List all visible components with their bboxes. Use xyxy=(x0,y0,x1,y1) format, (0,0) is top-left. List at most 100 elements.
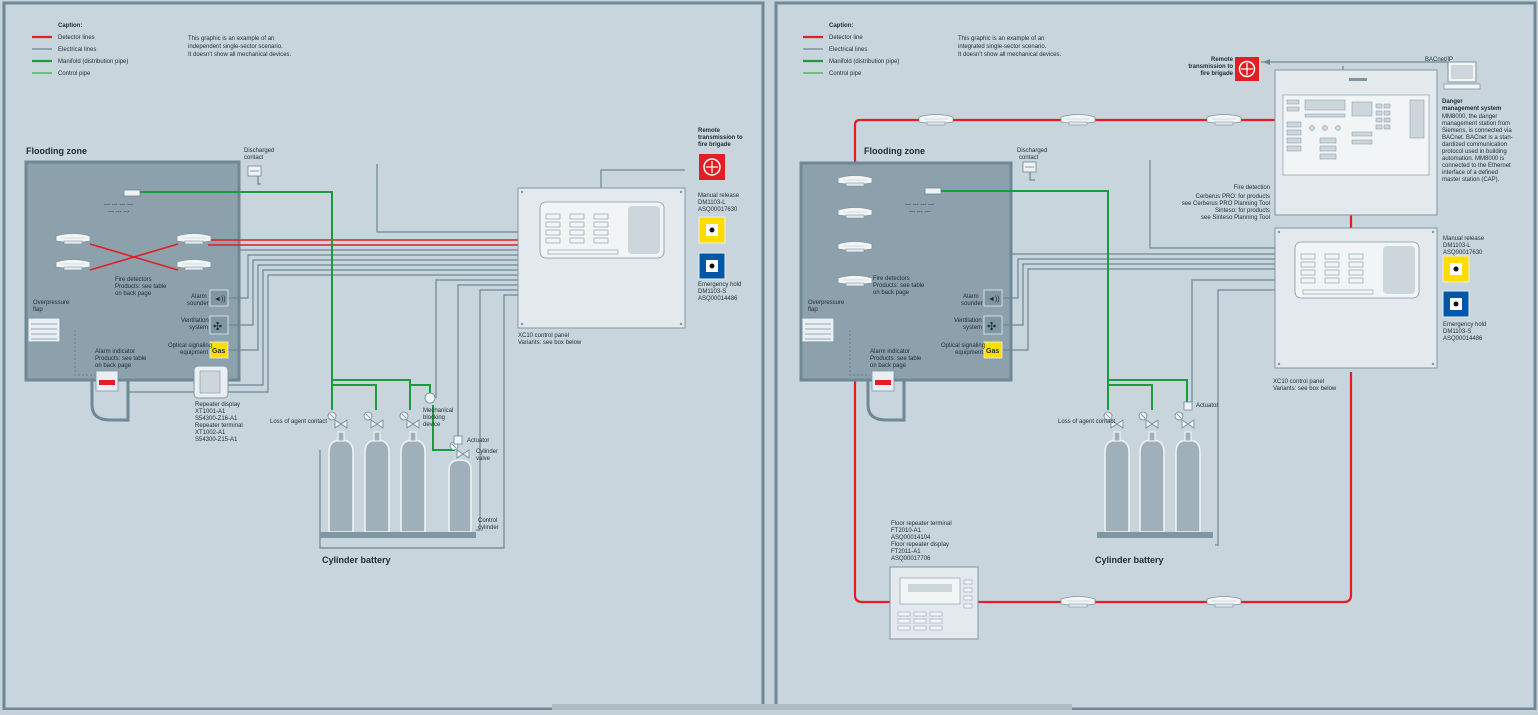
danger-management-text: Danger management system MM8000, the dan… xyxy=(1442,99,1513,183)
svg-text:ASQ00014486: ASQ00014486 xyxy=(1443,336,1483,342)
svg-text:Remote: Remote xyxy=(1211,57,1234,63)
xc10-control-panel xyxy=(1274,227,1438,369)
flooding-zone-label: Flooding zone xyxy=(26,146,87,156)
svg-text:blocking: blocking xyxy=(423,415,445,421)
svg-text:on back page: on back page xyxy=(115,291,152,297)
svg-text:XT1002-A1: XT1002-A1 xyxy=(195,430,226,436)
svg-text:◄)): ◄)) xyxy=(988,296,1000,303)
left-cylinder-battery xyxy=(320,392,476,538)
svg-text:fire brigade: fire brigade xyxy=(1200,71,1233,77)
svg-text:ASQ00017630: ASQ00017630 xyxy=(1443,250,1483,256)
svg-text:Variants: see box below: Variants: see box below xyxy=(1273,386,1337,392)
svg-text:This graphic is an example of: This graphic is an example of an xyxy=(188,36,274,42)
caption-item: Control pipe xyxy=(58,71,91,77)
svg-text:Alarm: Alarm xyxy=(191,294,207,300)
svg-text:Mechanical: Mechanical xyxy=(423,408,453,414)
svg-text:integrated single-sector scena: integrated single-sector scenario. xyxy=(958,44,1047,50)
svg-text:◄)): ◄)) xyxy=(214,296,226,303)
fire-detection-panel xyxy=(1274,69,1438,216)
svg-text:DM1103-L: DM1103-L xyxy=(698,200,726,206)
svg-text:Fire detection: Fire detection xyxy=(1234,185,1270,191)
svg-text:see Cerberus PRO Planning Tool: see Cerberus PRO Planning Tool xyxy=(1182,201,1270,207)
svg-text:independent single-sector scen: independent single-sector scenario. xyxy=(188,44,283,50)
svg-text:DM1103-S: DM1103-S xyxy=(698,289,726,295)
svg-text:on back page: on back page xyxy=(873,290,910,296)
svg-text:Siemens, is connected via: Siemens, is connected via xyxy=(1442,128,1512,134)
svg-text:transmission to: transmission to xyxy=(698,135,743,141)
svg-text:Flooding zone: Flooding zone xyxy=(864,146,925,156)
left-note: This graphic is an example of an indepen… xyxy=(188,36,292,58)
actuator-icon xyxy=(453,435,463,445)
svg-text:It doesn't show all mechanical: It doesn't show all mechanical devices. xyxy=(188,52,292,58)
left-caption: Caption: Detector lines Electrical lines… xyxy=(32,23,128,77)
svg-text:flap: flap xyxy=(33,307,43,313)
left-electrical-lines xyxy=(74,164,685,549)
caption-title: Caption: xyxy=(58,23,82,29)
svg-text:FT2010-A1: FT2010-A1 xyxy=(891,528,922,534)
svg-text:Actuator: Actuator xyxy=(1196,403,1218,409)
svg-text:S54300-Z16-A1: S54300-Z16-A1 xyxy=(195,416,238,422)
svg-text:FT2011-A1: FT2011-A1 xyxy=(891,549,921,555)
right-note: This graphic is an example of an integra… xyxy=(958,36,1062,58)
right-detector-loop xyxy=(853,118,1353,604)
svg-text:Products: see table: Products: see table xyxy=(870,356,922,362)
floor-repeater-terminal xyxy=(889,566,979,640)
svg-text:--- --- --- ---: --- --- --- --- xyxy=(104,202,133,208)
svg-text:Manual release: Manual release xyxy=(1443,236,1485,242)
svg-text:Detector line: Detector line xyxy=(829,35,863,41)
svg-text:Cerberus PRO: for products: Cerberus PRO: for products xyxy=(1196,194,1270,200)
svg-text:Products: see table: Products: see table xyxy=(115,284,167,290)
svg-text:DM1103-L: DM1103-L xyxy=(1443,243,1471,249)
overpressure-flap-icon xyxy=(801,317,835,343)
svg-text:Overpressure: Overpressure xyxy=(808,300,845,306)
svg-text:Products: see table: Products: see table xyxy=(873,283,925,289)
svg-text:Products: see table: Products: see table xyxy=(95,356,147,362)
alarm-sounder-icon xyxy=(209,289,229,307)
svg-text:Sinteso: for products: Sinteso: for products xyxy=(1215,208,1270,214)
svg-text:--- --- ---: --- --- --- xyxy=(108,209,129,215)
svg-text:equipment: equipment xyxy=(180,350,208,356)
svg-text:Optical signaling: Optical signaling xyxy=(941,343,985,349)
svg-text:Control pipe: Control pipe xyxy=(829,71,862,77)
svg-text:BACnet. BACnet is a stan-: BACnet. BACnet is a stan- xyxy=(1442,135,1513,141)
svg-text:XT1001-A1: XT1001-A1 xyxy=(195,409,226,415)
svg-text:Danger: Danger xyxy=(1442,99,1463,105)
svg-text:--- --- --- ---: --- --- --- --- xyxy=(905,202,934,208)
left-detector-lines xyxy=(89,239,518,271)
gas-warning-icon xyxy=(983,341,1003,359)
svg-text:ASQ00017706: ASQ00017706 xyxy=(891,556,931,562)
svg-text:Optical signaling: Optical signaling xyxy=(168,343,212,349)
svg-text:management station from: management station from xyxy=(1442,121,1510,127)
svg-text:Control: Control xyxy=(478,518,497,524)
svg-text:Ventilation: Ventilation xyxy=(954,318,982,324)
svg-text:ASQ00017630: ASQ00017630 xyxy=(698,207,738,213)
svg-text:✣: ✣ xyxy=(987,321,996,333)
svg-text:valve: valve xyxy=(476,456,491,462)
svg-text:Repeater terminal: Repeater terminal xyxy=(195,423,243,429)
svg-text:transmission to: transmission to xyxy=(1188,64,1233,70)
actuator-icon xyxy=(1183,401,1193,411)
svg-text:equipment: equipment xyxy=(955,350,983,356)
svg-text:fire brigade: fire brigade xyxy=(698,142,731,148)
svg-text:ASQ00014486: ASQ00014486 xyxy=(698,296,738,302)
svg-text:It doesn't show all mechanical: It doesn't show all mechanical devices. xyxy=(958,52,1062,58)
svg-text:dardized communication: dardized communication xyxy=(1442,142,1507,148)
svg-text:Floor repeater terminal: Floor repeater terminal xyxy=(891,521,952,527)
svg-text:automation. MM8000 is: automation. MM8000 is xyxy=(1442,156,1504,162)
svg-text:This graphic is an example of: This graphic is an example of an xyxy=(958,36,1044,42)
svg-text:Discharged: Discharged xyxy=(1017,148,1047,154)
svg-text:system: system xyxy=(189,325,208,331)
svg-text:Floor repeater display: Floor repeater display xyxy=(891,542,949,548)
svg-text:sounder: sounder xyxy=(961,301,983,307)
svg-text:Emergency hold: Emergency hold xyxy=(698,282,741,288)
right-panel: Caption: Detector line Electrical lines … xyxy=(774,1,1537,711)
flooding-zone-room xyxy=(24,160,241,382)
svg-text:Remote: Remote xyxy=(698,128,721,134)
ventilation-fan-icon xyxy=(983,315,1003,335)
svg-text:✣: ✣ xyxy=(213,321,222,333)
svg-text:flap: flap xyxy=(808,307,818,313)
svg-text:cylinder: cylinder xyxy=(478,525,499,531)
svg-text:master station (CAP).: master station (CAP). xyxy=(1442,177,1500,183)
right-flooding-zone-room xyxy=(799,161,1013,382)
